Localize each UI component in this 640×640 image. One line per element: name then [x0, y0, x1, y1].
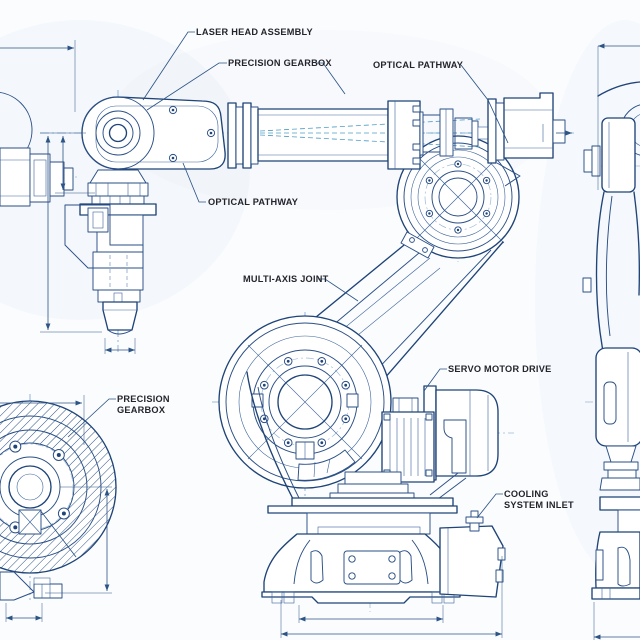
left-partial-view [0, 92, 74, 207]
servo-motor-assembly [329, 385, 499, 501]
base-pedestal [261, 497, 506, 604]
callout-gearbox-detail-line2: GEARBOX [117, 405, 166, 415]
cooling-inlet-fitting [465, 510, 484, 532]
callout-precision-gearbox-top: PRECISION GEARBOX [228, 58, 332, 68]
callout-optical-pathway-lower: OPTICAL PATHWAY [208, 197, 298, 207]
callout-cooling-line1: COOLING [504, 489, 549, 499]
cooling-box [439, 525, 504, 598]
elbow-joint [396, 135, 520, 259]
callout-multi-axis-joint: MULTI-AXIS JOINT [243, 274, 329, 284]
callouts: LASER HEAD ASSEMBLY PRECISION GEARBOX OP… [39, 27, 574, 558]
shoulder-joint [218, 315, 392, 502]
upper-arm-assembly [227, 92, 572, 187]
wrist-bolts [168, 105, 216, 163]
dimension-lines [0, 40, 640, 640]
elbow-bolts [425, 160, 491, 234]
laser-head-assembly-view [64, 96, 226, 335]
section-hatch-bracket [64, 204, 144, 269]
flange-detail-view [0, 400, 117, 601]
callout-gearbox-detail-line1: PRECISION [117, 394, 170, 404]
flange-bolts [9, 440, 70, 534]
right-profile-view [582, 81, 640, 600]
callout-optical-pathway-upper: OPTICAL PATHWAY [373, 60, 463, 70]
callout-servo-motor-drive: SERVO MOTOR DRIVE [448, 364, 551, 374]
callout-cooling-line2: SYSTEM INLET [504, 500, 574, 510]
callout-laser-head-assembly: LASER HEAD ASSEMBLY [196, 27, 313, 37]
